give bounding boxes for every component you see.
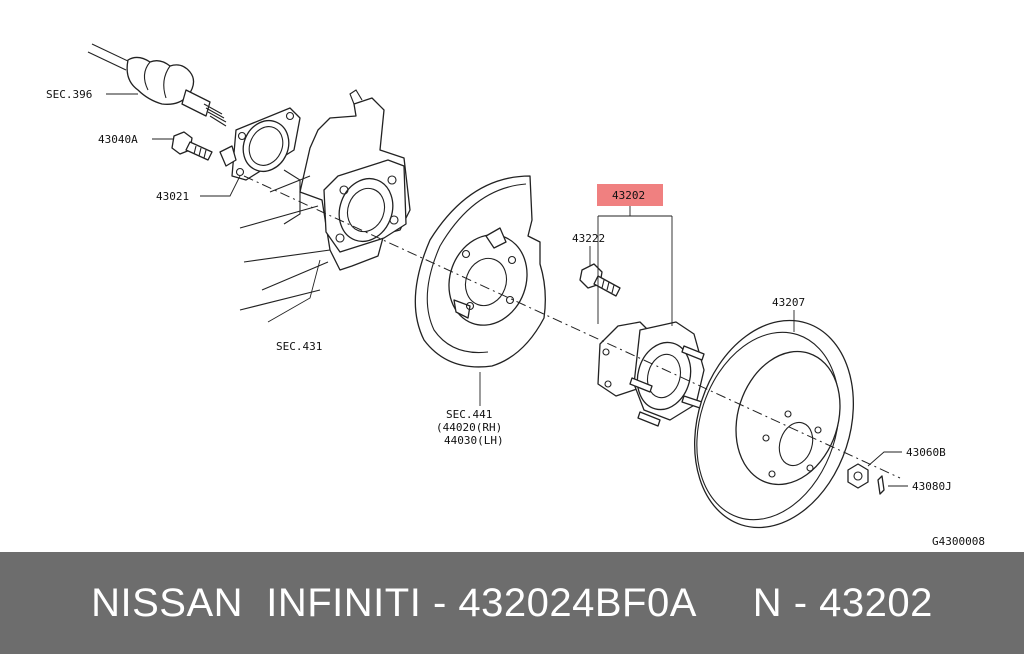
bolt-43222 [579, 263, 621, 297]
figure-code: G4300008 [932, 535, 985, 548]
label-43202: 43202 [612, 189, 645, 202]
cotter-pin-43080j [877, 475, 885, 495]
center-axis [243, 175, 901, 479]
label-sec431: SEC.431 [276, 340, 322, 353]
bolt-43040a [171, 131, 213, 161]
label-43222: 43222 [572, 232, 605, 245]
label-44030-lh: 44030(LH) [444, 434, 504, 447]
hub-assembly-43202 [597, 321, 705, 427]
exploded-view: SEC.396 43040A 43021 SEC.431 43202 43222… [46, 43, 985, 548]
drive-shaft [87, 43, 227, 127]
parts-diagram: SEC.396 43040A 43021 SEC.431 43202 43222… [46, 43, 985, 548]
label-43040a: 43040A [98, 133, 138, 146]
part-number-banner: NISSAN INFINITI - 432024BF0A N - 43202 [0, 552, 1024, 654]
backing-plate-sec441 [414, 175, 546, 368]
bearing-flange-43021 [219, 107, 301, 181]
label-sec441: SEC.441 [446, 408, 492, 421]
leader-lines [106, 93, 908, 487]
label-sec396: SEC.396 [46, 88, 92, 101]
highlight-43202 [597, 184, 663, 206]
label-44020-rh: (44020(RH) [436, 421, 502, 434]
nut-43060b [847, 463, 869, 489]
banner-text: NISSAN INFINITI - 432024BF0A N - 43202 [91, 580, 933, 625]
label-43021: 43021 [156, 190, 189, 203]
label-43207: 43207 [772, 296, 805, 309]
label-43060b: 43060B [906, 446, 946, 459]
brake-disc-43207 [693, 319, 855, 529]
label-43080j: 43080J [912, 480, 952, 493]
knuckle-sec431 [239, 89, 411, 311]
